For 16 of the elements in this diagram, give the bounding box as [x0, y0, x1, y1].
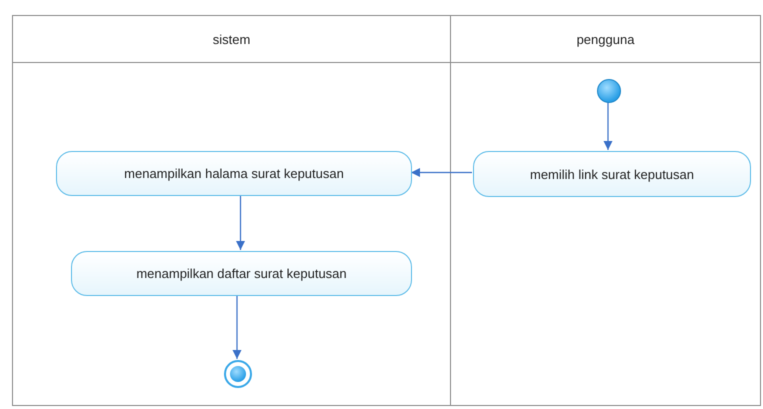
- lane-heading: pengguna: [451, 16, 760, 63]
- activity-label: menampilkan halama surat keputusan: [124, 166, 344, 181]
- initial-node: [597, 79, 621, 103]
- activity-box: [71, 251, 412, 296]
- activity-label: memilih link surat keputusan: [530, 166, 694, 182]
- swimlane: [12, 15, 451, 406]
- activity-box: [473, 151, 751, 197]
- activity-box: [56, 151, 412, 196]
- arrow: [604, 102, 612, 150]
- swimlane: [450, 15, 761, 406]
- final-node: [224, 360, 252, 388]
- arrow: [411, 168, 472, 177]
- arrow: [236, 195, 245, 250]
- activity-label: menampilkan daftar surat keputusan: [136, 266, 347, 281]
- lane-heading: sistem: [13, 16, 450, 63]
- arrow: [232, 295, 242, 359]
